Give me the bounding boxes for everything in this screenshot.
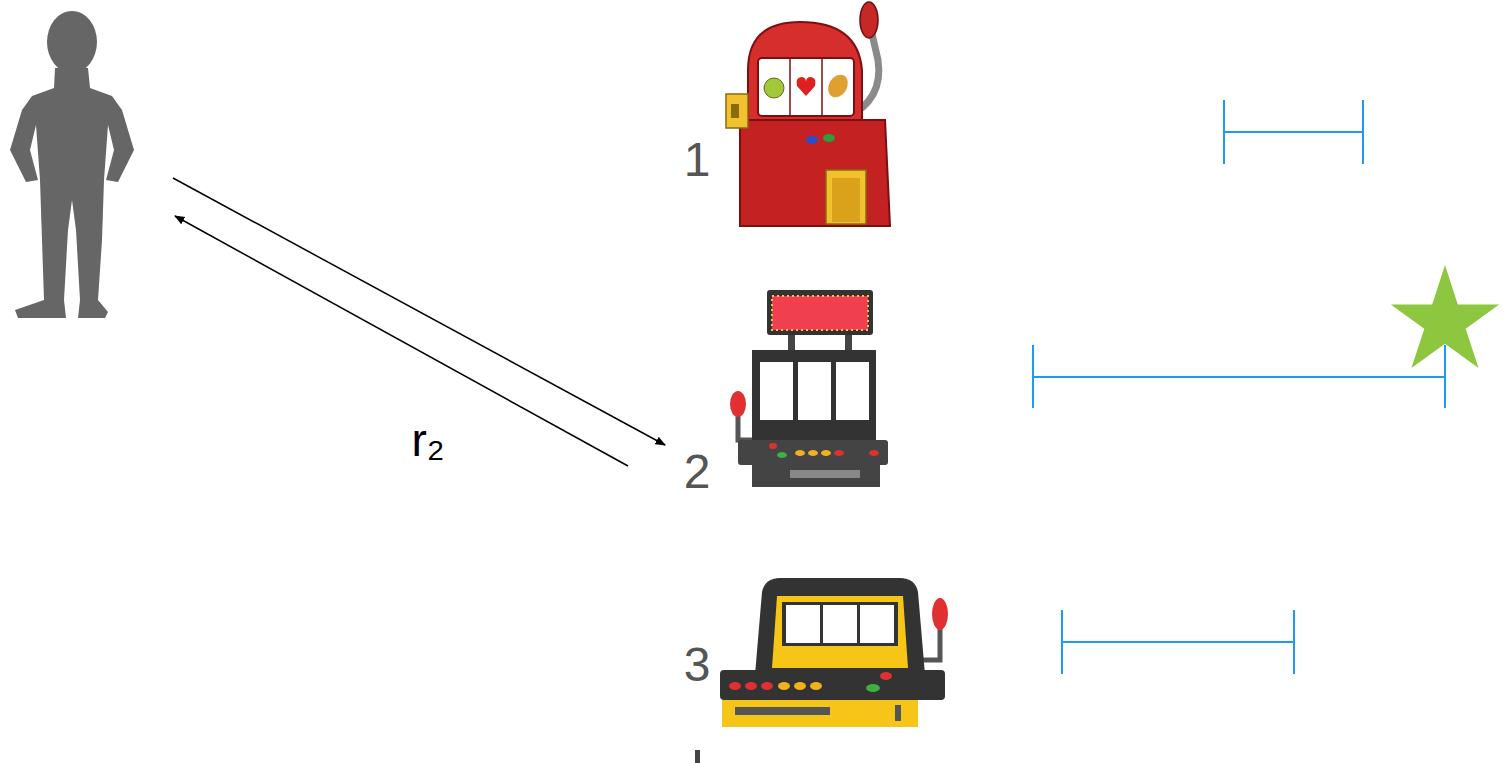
slot-machine (880, 672, 892, 680)
confidence-interval (1223, 100, 1225, 164)
slot-machine (821, 450, 831, 456)
slot-machine (788, 335, 795, 350)
slot-machine (726, 94, 748, 128)
slot-machine (720, 578, 948, 727)
slot-machine (932, 598, 948, 630)
slot-machine (789, 58, 791, 116)
slot-machine (826, 170, 866, 224)
slot-machine (836, 362, 869, 420)
slot-machine (726, 2, 890, 226)
pull-arrows (173, 178, 665, 466)
slot-machine (769, 443, 777, 449)
confidence-interval (1224, 131, 1363, 133)
confidence-interval (1062, 610, 1294, 674)
slot-machine (806, 136, 818, 144)
person-silhouette (10, 68, 134, 318)
slot-machine (755, 578, 925, 675)
confidence-interval (1033, 376, 1445, 378)
slot-machine (722, 700, 918, 727)
confidence-interval (1444, 345, 1446, 408)
slot-machine (832, 178, 860, 222)
pull-arrows (175, 216, 628, 466)
slot-machine (738, 440, 888, 465)
slot-machine (760, 362, 793, 420)
slot-machine (845, 335, 852, 350)
slot-machine (738, 414, 752, 440)
slot-machine (798, 362, 831, 420)
slot-machine (735, 707, 830, 715)
slot-machine (823, 134, 835, 142)
slot-machine (808, 450, 818, 456)
slot-machine (764, 78, 784, 98)
slot-machine (772, 596, 908, 668)
slot-machine (720, 670, 945, 700)
slot-machine (790, 470, 860, 478)
slot-machine (794, 682, 806, 690)
slot-machine (752, 350, 876, 440)
slot-machine (731, 104, 739, 118)
slot-machine (761, 682, 773, 690)
confidence-interval (1224, 100, 1363, 164)
slot-machine (752, 465, 880, 487)
slot-machine (745, 682, 757, 690)
slot-machine (869, 450, 879, 456)
confidence-interval (1061, 610, 1063, 674)
slot-machine (782, 602, 898, 646)
slot-machine (758, 58, 854, 116)
person-silhouette (47, 11, 97, 73)
slot-machine (824, 71, 852, 101)
slot-machine (797, 77, 816, 96)
slot-machine (866, 684, 880, 692)
slot-machine (777, 452, 787, 458)
slot-machine (767, 290, 873, 335)
reward-label: r₂ (411, 417, 444, 463)
confidence-interval (1033, 345, 1445, 408)
slot-machine (778, 682, 790, 690)
slot-machine (740, 120, 890, 226)
slot-machine (834, 450, 844, 456)
slot-machine (860, 605, 894, 643)
slot-machine (821, 58, 823, 116)
pull-arrows (173, 178, 665, 445)
slot-machine (860, 2, 878, 38)
cut-mark (695, 750, 700, 763)
confidence-interval (1062, 641, 1294, 643)
cut-mark (695, 750, 700, 763)
slot-machine (772, 296, 868, 330)
slot-machine (795, 450, 805, 456)
slot-machine (895, 705, 901, 721)
slot-machine (823, 605, 857, 643)
arm-number: 2 (684, 448, 711, 496)
confidence-interval (1032, 345, 1034, 408)
best-star (1391, 265, 1499, 368)
slot-machine (786, 605, 820, 643)
person-silhouette (10, 11, 134, 318)
slot-machine (730, 290, 888, 487)
arm-number: 3 (684, 641, 711, 689)
confidence-interval (1293, 610, 1295, 674)
confidence-interval (1362, 100, 1364, 164)
slot-machine (729, 682, 741, 690)
slot-machine (730, 391, 746, 417)
slot-machine (922, 628, 940, 660)
arm-number: 1 (684, 136, 711, 184)
slot-machine (810, 682, 822, 690)
best-star (1391, 265, 1499, 368)
